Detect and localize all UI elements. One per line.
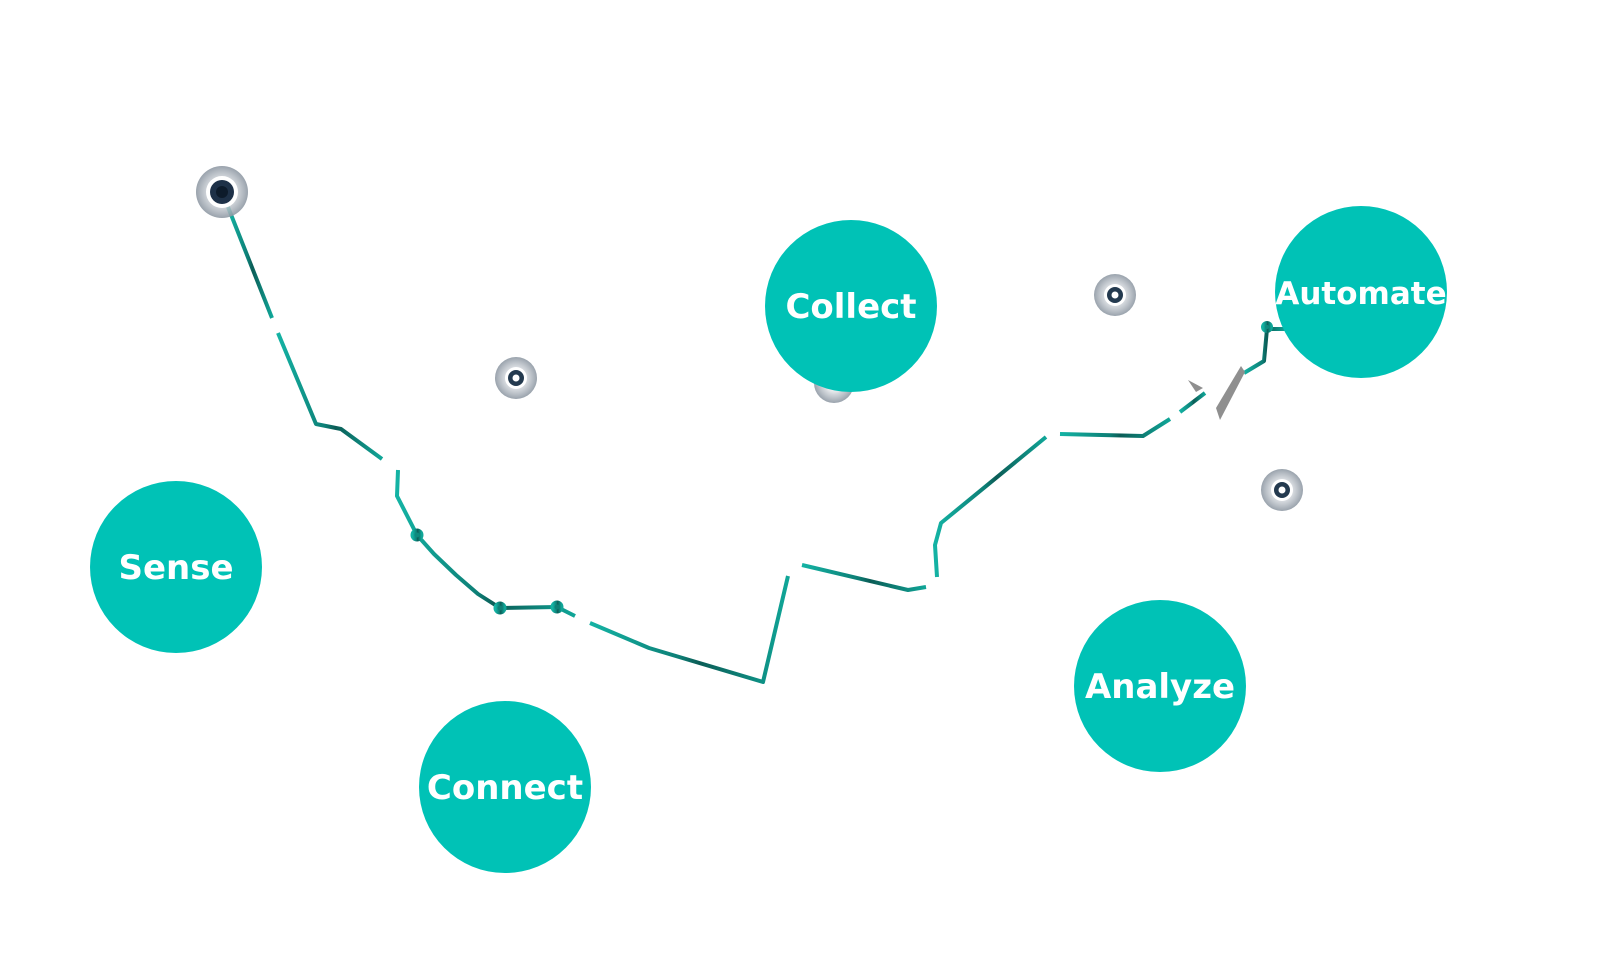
path-node <box>410 528 424 542</box>
location-pin-icon[interactable] <box>196 166 248 218</box>
path-segment <box>1059 417 1172 438</box>
stage-label: Sense <box>118 548 233 588</box>
path-segment <box>801 563 927 592</box>
path-arrow-shard <box>1188 380 1203 392</box>
waypoint-dot-icon[interactable] <box>1094 274 1136 316</box>
path-node <box>493 601 507 615</box>
path-node <box>550 600 564 614</box>
path-segment <box>276 332 384 461</box>
stage-connect[interactable]: Connect <box>419 701 591 873</box>
stage-automate[interactable]: Automate <box>1275 206 1447 378</box>
waypoint-dot-icon[interactable] <box>1261 469 1303 511</box>
flow-path <box>226 206 1285 684</box>
path-segment <box>226 206 274 319</box>
stage-sense[interactable]: Sense <box>90 481 262 653</box>
stage-label: Analyze <box>1085 667 1235 707</box>
path-segment <box>395 469 576 618</box>
path-segment <box>589 575 790 684</box>
stage-label: Connect <box>427 768 583 808</box>
stage-label: Automate <box>1275 276 1446 312</box>
path-segment <box>1178 391 1207 414</box>
path-segment <box>933 435 1048 578</box>
path-segment <box>1242 327 1285 375</box>
path-arrow-shard <box>1216 366 1245 420</box>
waypoint-dot-icon[interactable] <box>495 357 537 399</box>
stage-label: Collect <box>785 287 916 327</box>
stage-analyze[interactable]: Analyze <box>1074 600 1246 772</box>
stage-collect[interactable]: Collect <box>765 220 937 392</box>
path-node <box>1261 321 1273 333</box>
